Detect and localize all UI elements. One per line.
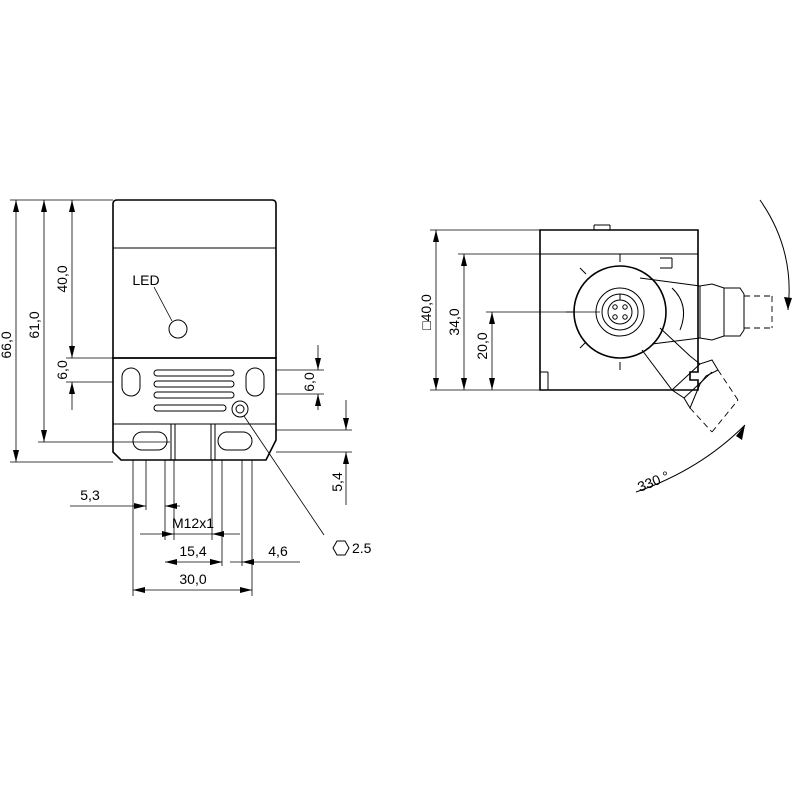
side-view: [430, 199, 792, 493]
angle-label: 330 °: [635, 468, 671, 495]
cable-outlet-angled: [641, 327, 719, 410]
rotation-arc: [759, 199, 790, 311]
dim-40: 40,0: [54, 265, 70, 292]
dim-sq-40: □40,0: [418, 294, 434, 330]
dim-6-right: 6,0: [301, 372, 317, 392]
dim-6-left: 6,0: [54, 360, 70, 380]
side-housing: [539, 229, 699, 391]
dim-34: 34,0: [446, 308, 462, 335]
dim-20: 20,0: [474, 332, 490, 359]
dim-30: 30,0: [179, 571, 206, 587]
led-label: LED: [132, 272, 159, 288]
dim-4-6: 4,6: [268, 543, 288, 559]
cable-outlet-horizontal: [639, 277, 745, 345]
slot-left: [132, 431, 168, 451]
hex-screw: [231, 400, 249, 418]
mounting-hole-right: [245, 367, 265, 397]
dim-61: 61,0: [26, 311, 42, 338]
dim-m12: M12x1: [172, 515, 214, 531]
dim-15-4: 15,4: [179, 543, 206, 559]
dim-5-4: 5,4: [329, 472, 345, 492]
m12-connector: [170, 423, 216, 461]
dim-66: 66,0: [0, 331, 14, 358]
dim-5-3: 5,3: [80, 487, 100, 503]
slot-right: [217, 431, 253, 451]
front-view: [10, 199, 352, 596]
mounting-hole-left: [121, 367, 141, 397]
front-mounting-block: [112, 357, 277, 461]
hex-size-label: 2.5: [352, 540, 372, 556]
led-indicator: [168, 319, 188, 339]
connector-pin: [612, 304, 618, 310]
hex-symbol-icon: [332, 540, 350, 556]
